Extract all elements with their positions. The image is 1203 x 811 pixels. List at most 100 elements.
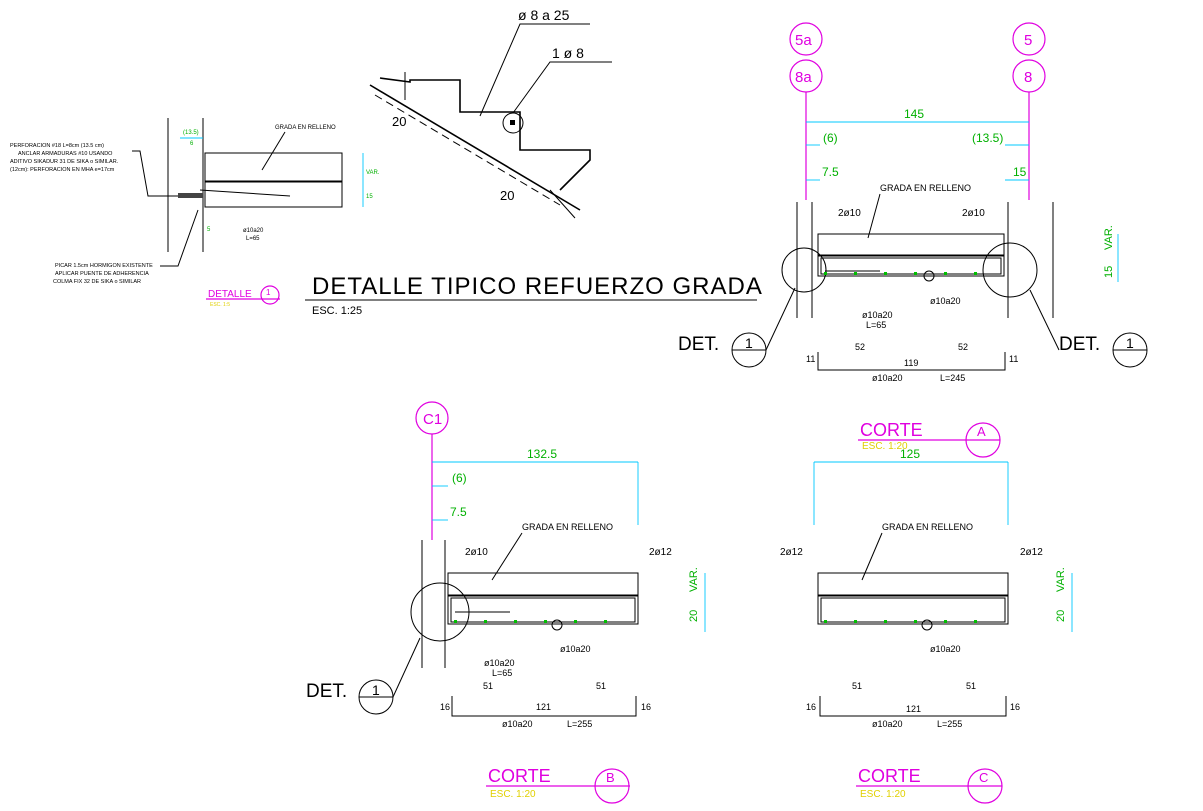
dim-height: 20 <box>688 610 700 622</box>
dim-top-label: (13.5) <box>183 130 199 136</box>
main-title-block: DETALLE TIPICO REFUERZO GRADA ESC. 1:25 <box>305 273 763 317</box>
bar-left: 2ø10 <box>465 547 488 558</box>
dim-left2: 7.5 <box>822 165 839 179</box>
bend-left: 16 <box>806 702 816 712</box>
seg-right: 52 <box>958 342 968 352</box>
detail-scale: ESC. 1:5 <box>210 302 230 308</box>
corte-label: CORTE <box>858 766 921 786</box>
note-leader <box>132 150 178 197</box>
grada-label: GRADA EN RELLENO <box>522 522 613 532</box>
seg-left: 51 <box>483 681 493 691</box>
bar-schedule-length: L=245 <box>940 373 965 383</box>
dim-total: 132.5 <box>527 447 557 461</box>
bar-schedule-length: L=255 <box>567 719 592 729</box>
main-title: DETALLE TIPICO REFUERZO GRADA <box>312 273 763 300</box>
dim-15-label: 15 <box>366 194 373 200</box>
bar-right: 2ø12 <box>1020 547 1043 558</box>
axis-label: 5 <box>1024 32 1032 49</box>
dim-var-label: VAR. <box>366 170 380 176</box>
stirrup-bar <box>923 270 935 282</box>
det-leader <box>1029 289 1060 351</box>
det-label: DET. <box>678 334 719 355</box>
stirrup-label: ø10a20 <box>560 644 591 654</box>
rebar-dot <box>454 620 457 623</box>
side-bar-label: 1 ø 8 <box>552 45 584 61</box>
dim-right: (13.5) <box>972 131 1003 145</box>
anchor-bar <box>199 189 291 197</box>
axis-label: C1 <box>423 411 442 428</box>
bend-left: 11 <box>806 354 815 364</box>
dim-total: 125 <box>900 447 920 461</box>
axis-bubble <box>789 22 823 56</box>
dim-total: 145 <box>904 107 924 121</box>
bar-schedule-length: L=255 <box>937 719 962 729</box>
rebar-dot <box>914 272 917 275</box>
bar-left: 2ø10 <box>838 208 861 219</box>
corte-b: C1 132.5 (6) 7.5 VAR. 20 GRADA EN RELLEN… <box>306 401 706 804</box>
rebar-dot <box>854 272 857 275</box>
seg-mid: 119 <box>904 358 918 368</box>
corte-letter: A <box>977 424 986 439</box>
corte-circle <box>965 422 1001 458</box>
stair-dim-label: 20 <box>392 114 406 129</box>
rebar-dot <box>824 620 827 623</box>
stirrup-label: ø10a20 <box>862 310 893 320</box>
beam-body <box>204 181 343 208</box>
bar-label: ø10a20 <box>243 228 264 234</box>
bar-schedule-shape <box>817 352 1006 371</box>
dim-height: 15 <box>1103 266 1115 278</box>
detail-callout-circle <box>781 247 827 293</box>
dim-var: VAR. <box>1055 567 1067 592</box>
stair-dim-label: 20 <box>500 188 514 203</box>
dim-right2: 15 <box>1013 165 1027 179</box>
corte-label: CORTE <box>488 766 551 786</box>
bar-schedule-shape <box>451 696 637 717</box>
axis-bubble <box>1012 22 1046 56</box>
rebar-dot <box>884 620 887 623</box>
corte-scale: ESC. 1:20 <box>490 789 536 800</box>
beam-body <box>447 595 639 625</box>
bar-schedule: ø10a20 <box>502 719 533 729</box>
dim-5-label: 5 <box>207 227 211 233</box>
anchor-hatch <box>178 193 203 198</box>
note-line: (12cm): PERFORACION EN MHA e=17cm <box>10 167 115 173</box>
fill-slab <box>204 152 343 182</box>
detail-number: 1 <box>266 288 271 297</box>
note-line: PICAR 1.5cm HORMIGON EXISTENTE <box>55 263 153 269</box>
corte-scale: ESC. 1:20 <box>860 789 906 800</box>
note-line: ANCLAR ARMADURAS #10 USANDO <box>18 151 113 157</box>
rebar-dot <box>824 272 827 275</box>
stair-soffit <box>369 84 581 211</box>
dim-height: 20 <box>1055 610 1067 622</box>
leader-line <box>261 131 286 171</box>
axis-label: 8 <box>1024 69 1032 86</box>
detail-callout-circle <box>982 242 1038 298</box>
bar-dot <box>510 120 515 125</box>
top-bar-label: ø 8 a 25 <box>518 7 570 23</box>
note-line: COLMA FIX 32 DE SIKA o SIMILAR <box>53 279 141 285</box>
note-leader <box>160 209 199 267</box>
bar-length-label: L=65 <box>246 236 260 242</box>
stair-rebar <box>374 94 561 206</box>
stair-profile <box>379 77 591 191</box>
det-leader <box>392 637 421 698</box>
dim-top2-label: 6 <box>190 141 194 147</box>
corte-letter: B <box>606 770 615 785</box>
grada-label: GRADA EN RELLENO <box>882 522 973 532</box>
leader-line <box>867 193 881 239</box>
bend-right: 11 <box>1009 354 1018 364</box>
seg-left: 51 <box>852 681 862 691</box>
stirrup-label: ø10a20 <box>930 644 961 654</box>
stirrup-bar <box>921 619 933 631</box>
note-line: APLICAR PUENTE DE ADHERENCIA <box>55 271 149 277</box>
beam-body <box>817 595 1009 625</box>
stair-detail: ø 8 a 25 1 ø 8 20 20 <box>369 7 612 219</box>
bend-left: 16 <box>440 702 450 712</box>
det-label: DET. <box>1059 334 1100 355</box>
rebar-dots <box>454 272 977 623</box>
rebar-dot <box>604 620 607 623</box>
beam-stirrup <box>450 597 636 623</box>
rebar-dot <box>944 272 947 275</box>
corte-a: 5a 8a 5 8 145 (6) (13.5) 7.5 15 VAR. 15 … <box>678 22 1148 458</box>
